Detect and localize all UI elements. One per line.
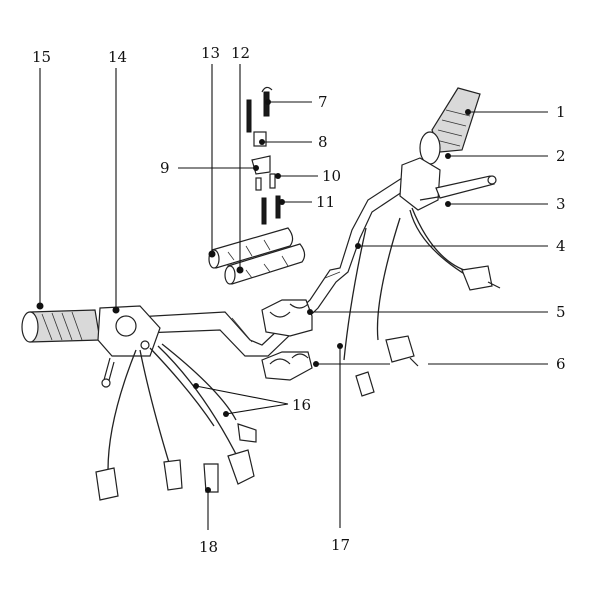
- callout-11: 11: [316, 193, 335, 211]
- callout-6: 6: [556, 355, 566, 373]
- left-switch-housing: [97, 305, 161, 388]
- crossbar-pad-12: [224, 243, 306, 285]
- callout-16: 16: [292, 396, 311, 414]
- callout-labels: 15 14 13 12 7 8 9 10 11 1 2 3 4 5 6 16 1…: [32, 44, 566, 556]
- callout-13: 13: [201, 44, 220, 62]
- upper-clamp-block: [261, 299, 313, 337]
- brake-lever: [435, 175, 497, 199]
- callout-2: 2: [556, 147, 566, 165]
- screws-and-clips: [246, 86, 281, 225]
- lower-clamp-block: [261, 351, 313, 381]
- callout-8: 8: [318, 133, 328, 151]
- callout-14: 14: [108, 48, 127, 66]
- right-throttle-grip: [419, 87, 481, 165]
- callout-17: 17: [331, 536, 350, 554]
- callout-5: 5: [556, 303, 566, 321]
- left-grip: [21, 309, 101, 343]
- leader-lines: [36, 64, 548, 530]
- callout-9: 9: [160, 159, 170, 177]
- callout-18: 18: [199, 538, 218, 556]
- callout-12: 12: [231, 44, 250, 62]
- callout-10: 10: [322, 167, 341, 185]
- callout-4: 4: [556, 237, 566, 255]
- callout-15: 15: [32, 48, 51, 66]
- callout-1: 1: [556, 103, 566, 121]
- callout-7: 7: [318, 93, 328, 111]
- crossbar-pad-13: [208, 227, 294, 269]
- callout-3: 3: [556, 195, 566, 213]
- right-switch-housing: [399, 157, 445, 211]
- connectors: [95, 265, 501, 501]
